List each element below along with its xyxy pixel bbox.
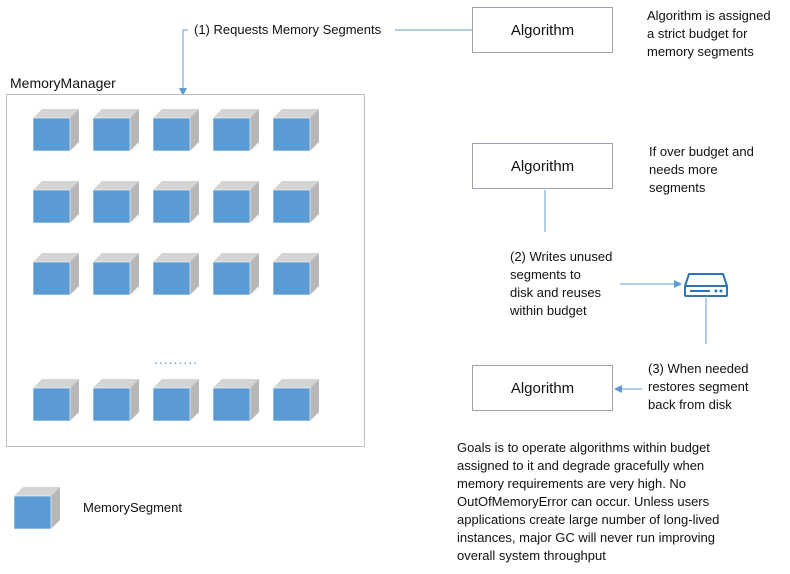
writes-label: (2) Writes unused segments to disk and r… bbox=[510, 249, 613, 318]
algorithm-box-2: Algorithm bbox=[472, 143, 613, 189]
algorithm-box-3: Algorithm bbox=[472, 365, 613, 411]
algorithm-box-2-label: Algorithm bbox=[510, 157, 575, 175]
memory-segment-cube bbox=[213, 181, 259, 223]
memory-segment-cube bbox=[33, 109, 79, 151]
memory-segment-cube bbox=[93, 109, 139, 151]
memory-segment-cube bbox=[273, 253, 319, 295]
restore-label: (3) When needed restores segment back fr… bbox=[648, 361, 749, 412]
request-connector-left bbox=[179, 29, 188, 96]
legend-label: MemorySegment bbox=[83, 500, 182, 515]
memory-segment-cube bbox=[153, 379, 199, 421]
memory-segment-cube bbox=[153, 181, 199, 223]
algorithm-box-1: Algorithm bbox=[472, 7, 613, 53]
algorithm-2-note: If over budget and needs more segments bbox=[649, 144, 754, 195]
goals-text: Goals is to operate algorithms within bu… bbox=[457, 440, 720, 563]
memory-segment-cube bbox=[273, 109, 319, 151]
memory-segment-cube bbox=[33, 379, 79, 421]
algorithm-1-note: Algorithm is assigned a strict budget fo… bbox=[647, 8, 771, 59]
memory-segment-cube bbox=[33, 253, 79, 295]
algorithm-box-3-label: Algorithm bbox=[510, 379, 575, 397]
ellipsis: ......... bbox=[154, 351, 199, 367]
memory-segment-cube bbox=[153, 109, 199, 151]
memory-segment-cube bbox=[33, 181, 79, 223]
memory-segment-cube bbox=[273, 379, 319, 421]
memory-segment-legend-cube bbox=[14, 487, 60, 529]
disk-drive-icon bbox=[684, 273, 728, 297]
memory-manager-title: MemoryManager bbox=[10, 75, 116, 91]
request-label: (1) Requests Memory Segments bbox=[194, 22, 382, 37]
memory-segment-cube bbox=[213, 109, 259, 151]
memory-segment-cube bbox=[153, 253, 199, 295]
memory-segment-cube bbox=[213, 253, 259, 295]
memory-segment-cube bbox=[93, 181, 139, 223]
memory-segment-cube bbox=[213, 379, 259, 421]
memory-segment-cube bbox=[93, 253, 139, 295]
memory-segment-cube bbox=[93, 379, 139, 421]
algorithm-box-1-label: Algorithm bbox=[510, 21, 575, 39]
memory-segment-cube bbox=[273, 181, 319, 223]
